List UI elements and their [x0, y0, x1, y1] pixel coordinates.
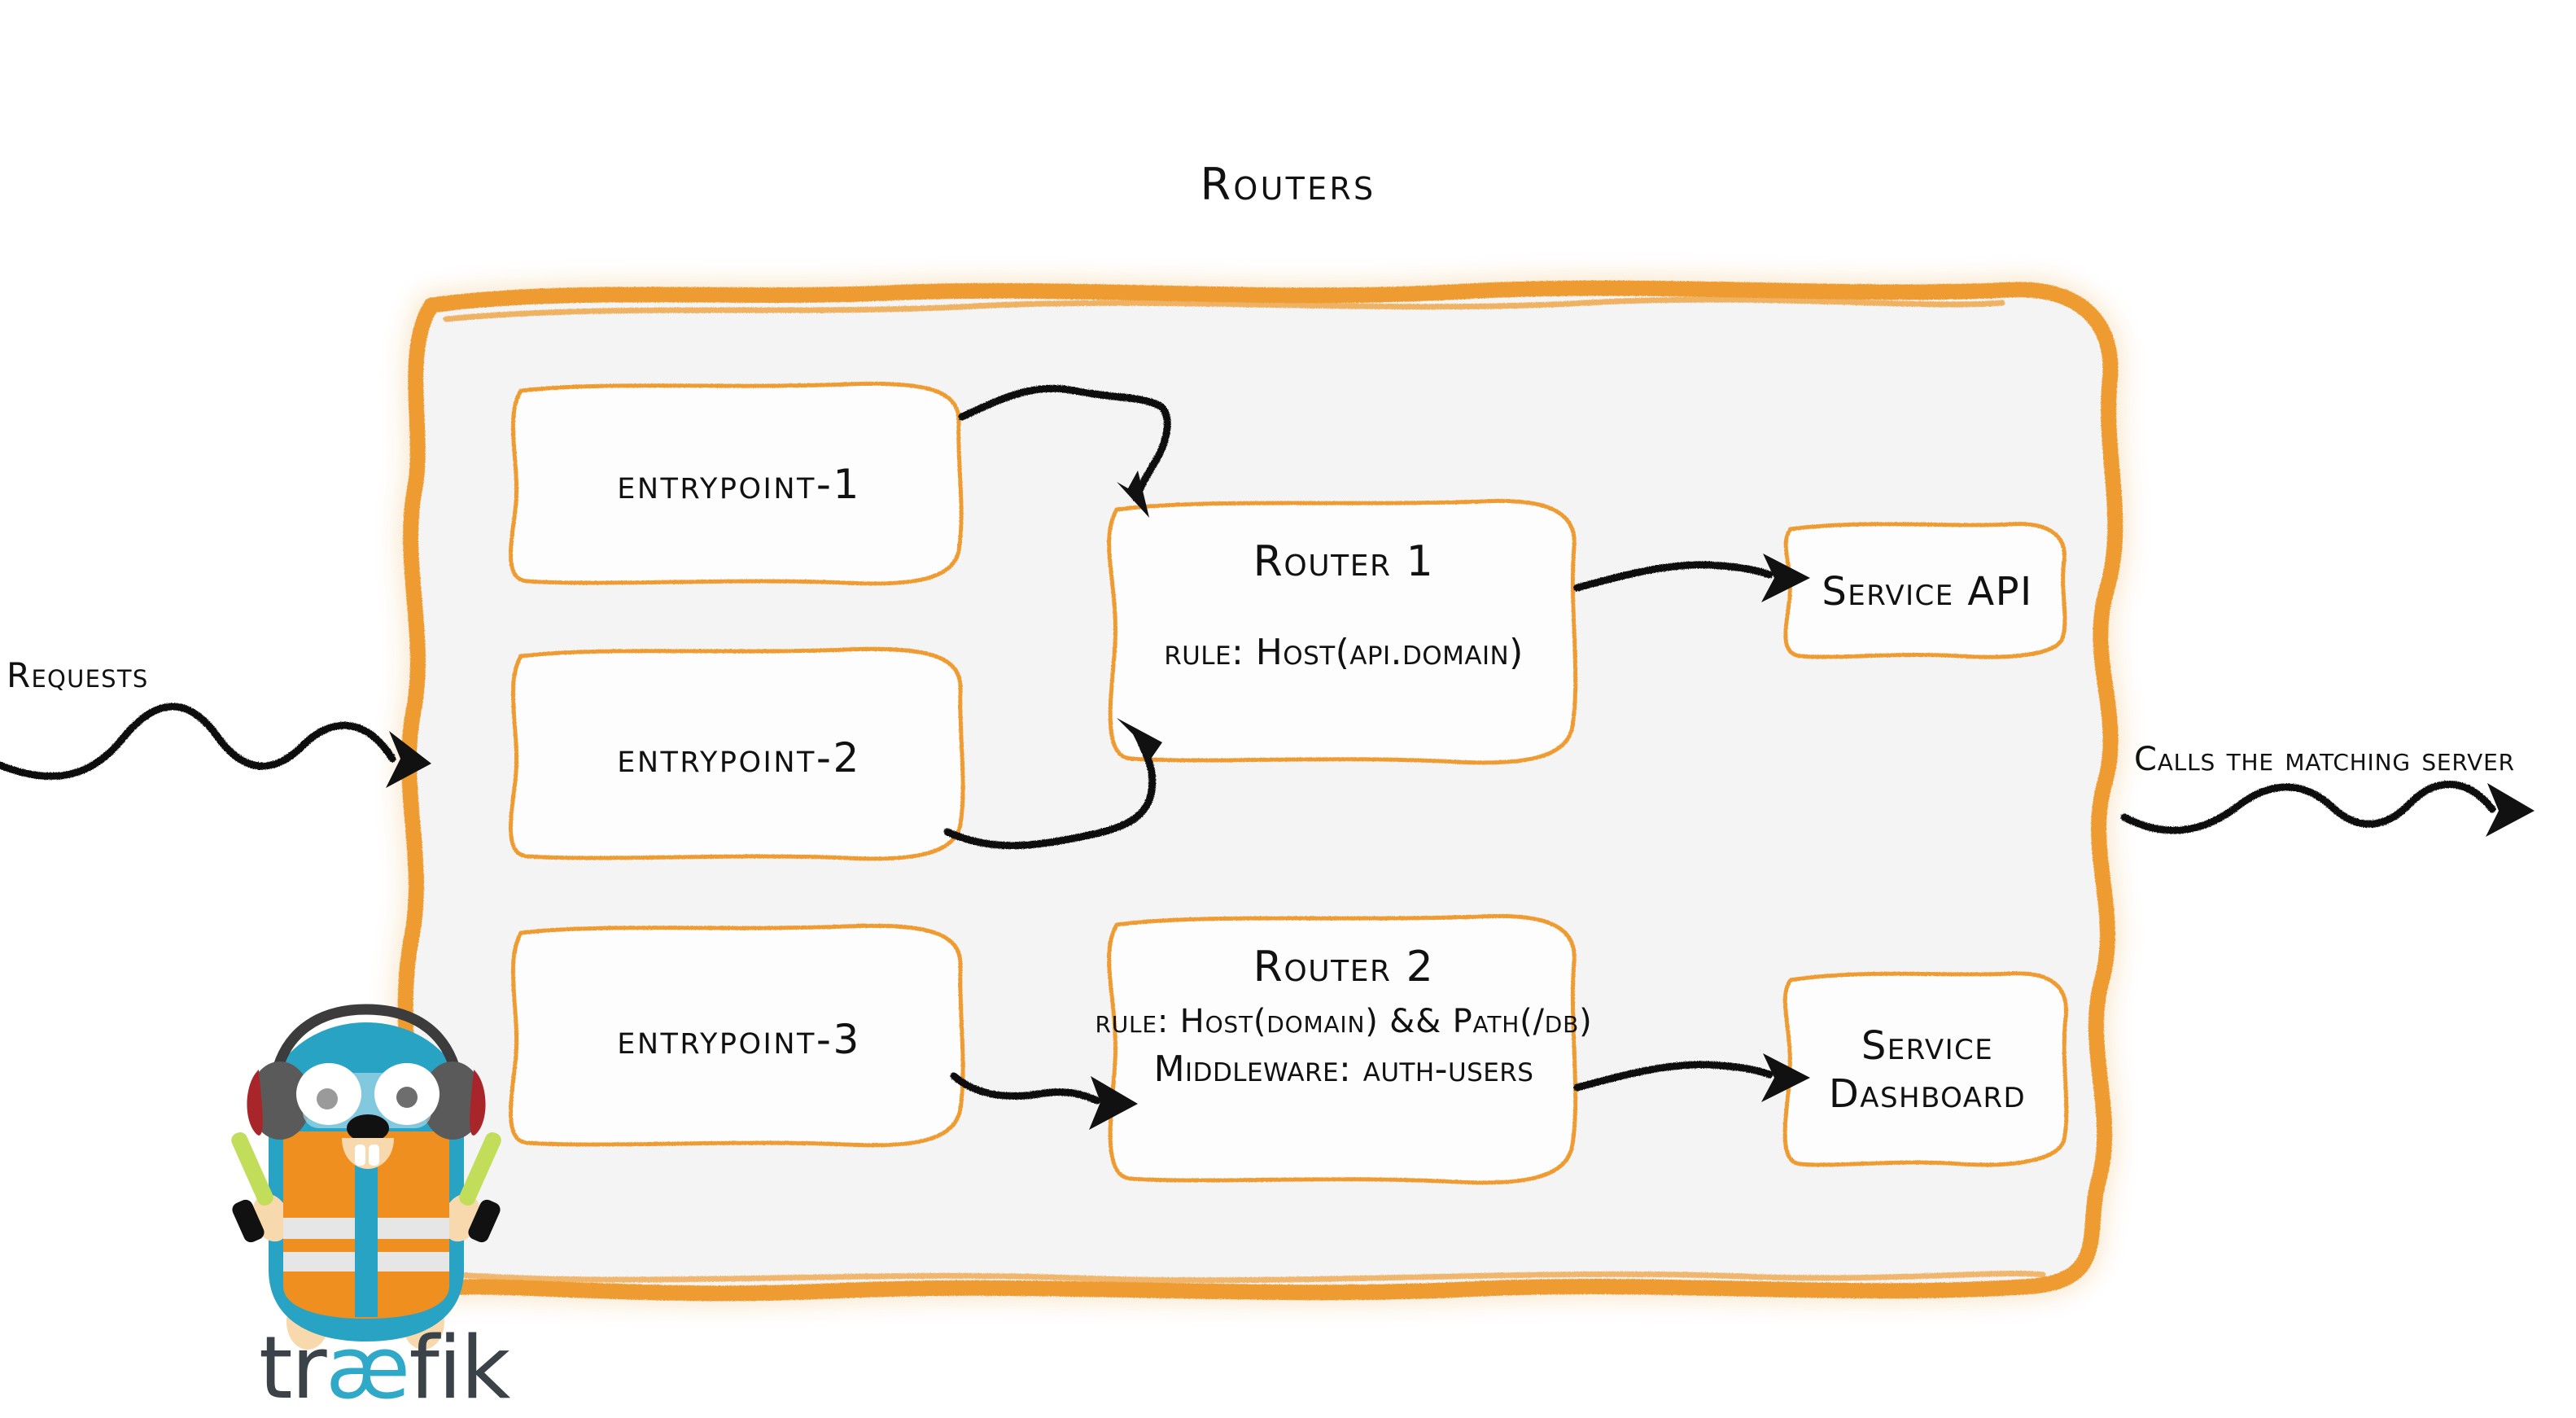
gopher-body: [269, 1027, 464, 1341]
gopher-eye-left: [296, 1063, 361, 1125]
entrypoint-3-label-wrap: entrypoint-3: [516, 933, 962, 1146]
traefik-wordmark-part3: fik: [409, 1318, 510, 1418]
router-1-name: Router 1: [1253, 537, 1435, 586]
arrow-router1-serviceapi-path: [1573, 561, 1773, 592]
router-2-name: Router 2: [1253, 943, 1435, 991]
arrowhead-calls: [2486, 783, 2534, 837]
gopher-vest-stripes: [283, 1218, 449, 1271]
service-dashboard-line-1: Service: [1861, 1023, 1994, 1070]
entrypoint-1-label: entrypoint-1: [617, 461, 861, 508]
traefik-wordmark-part1: tr: [259, 1318, 327, 1418]
gopher-wand-left: [231, 1131, 273, 1243]
gopher-headphone-band: [268, 1004, 465, 1095]
service-dashboard-label-wrap: Service Dashboard: [1786, 974, 2069, 1167]
gopher-nose: [347, 1114, 389, 1142]
service-api-label: Service API: [1822, 568, 2033, 615]
gopher-pupil-left: [317, 1088, 338, 1109]
arrow-ep1-router1-path: [958, 384, 1171, 502]
arrow-ep3-router2-path: [950, 1072, 1101, 1105]
page-title: Routers: [0, 159, 2576, 210]
requests-label: Requests: [7, 655, 149, 695]
gopher-earcup-right: [422, 1061, 486, 1140]
calls-label: Calls the matching server: [2134, 741, 2515, 778]
gopher-arm-right: [442, 1193, 481, 1242]
entrypoint-3-label: entrypoint-3: [617, 1016, 861, 1063]
traefik-gopher-mascot: [231, 1004, 501, 1350]
router-2-rule: rule: Host(domain) && Path(/db): [1095, 1003, 1593, 1040]
arrow-router2-dashboard-path: [1573, 1061, 1773, 1092]
gopher-vest: [283, 1131, 449, 1319]
gopher-pupil-right: [396, 1087, 418, 1108]
arrowhead-requests: [386, 731, 431, 788]
gopher-vest-gap: [355, 1131, 378, 1317]
gopher-eye-right: [374, 1063, 440, 1125]
router-1-label-wrap: Router 1 rule: Host(api.domain): [1109, 506, 1579, 762]
gopher-tooth-left: [355, 1144, 365, 1166]
gopher-muzzle: [342, 1138, 394, 1169]
page-title-text: Routers: [1200, 159, 1376, 210]
arrow-requests-path: [0, 702, 396, 781]
gopher-head: [267, 1022, 466, 1192]
gopher-arm-left: [251, 1193, 291, 1242]
traefik-wordmark: træfik: [259, 1325, 510, 1411]
entrypoint-2-label: entrypoint-2: [617, 734, 861, 781]
router-1-rule: rule: Host(api.domain): [1164, 632, 1524, 673]
gopher-earcup-left: [247, 1061, 311, 1140]
arrow-calls-path: [2120, 781, 2496, 834]
entrypoint-1-label-wrap: entrypoint-1: [516, 383, 962, 586]
gopher-tooth-right: [369, 1144, 379, 1166]
traefik-wordmark-ae: æ: [325, 1318, 410, 1418]
service-dashboard-line-2: Dashboard: [1828, 1071, 2027, 1117]
router-2-middleware: Middleware: auth-users: [1153, 1048, 1534, 1090]
router-2-label-wrap: Router 2 rule: Host(domain) && Path(/db)…: [1095, 921, 1591, 1182]
gopher-goggles: [303, 1073, 431, 1128]
gopher-wand-right: [459, 1131, 501, 1243]
service-api-label-wrap: Service API: [1786, 524, 2069, 659]
entrypoint-2-label-wrap: entrypoint-2: [516, 656, 962, 860]
